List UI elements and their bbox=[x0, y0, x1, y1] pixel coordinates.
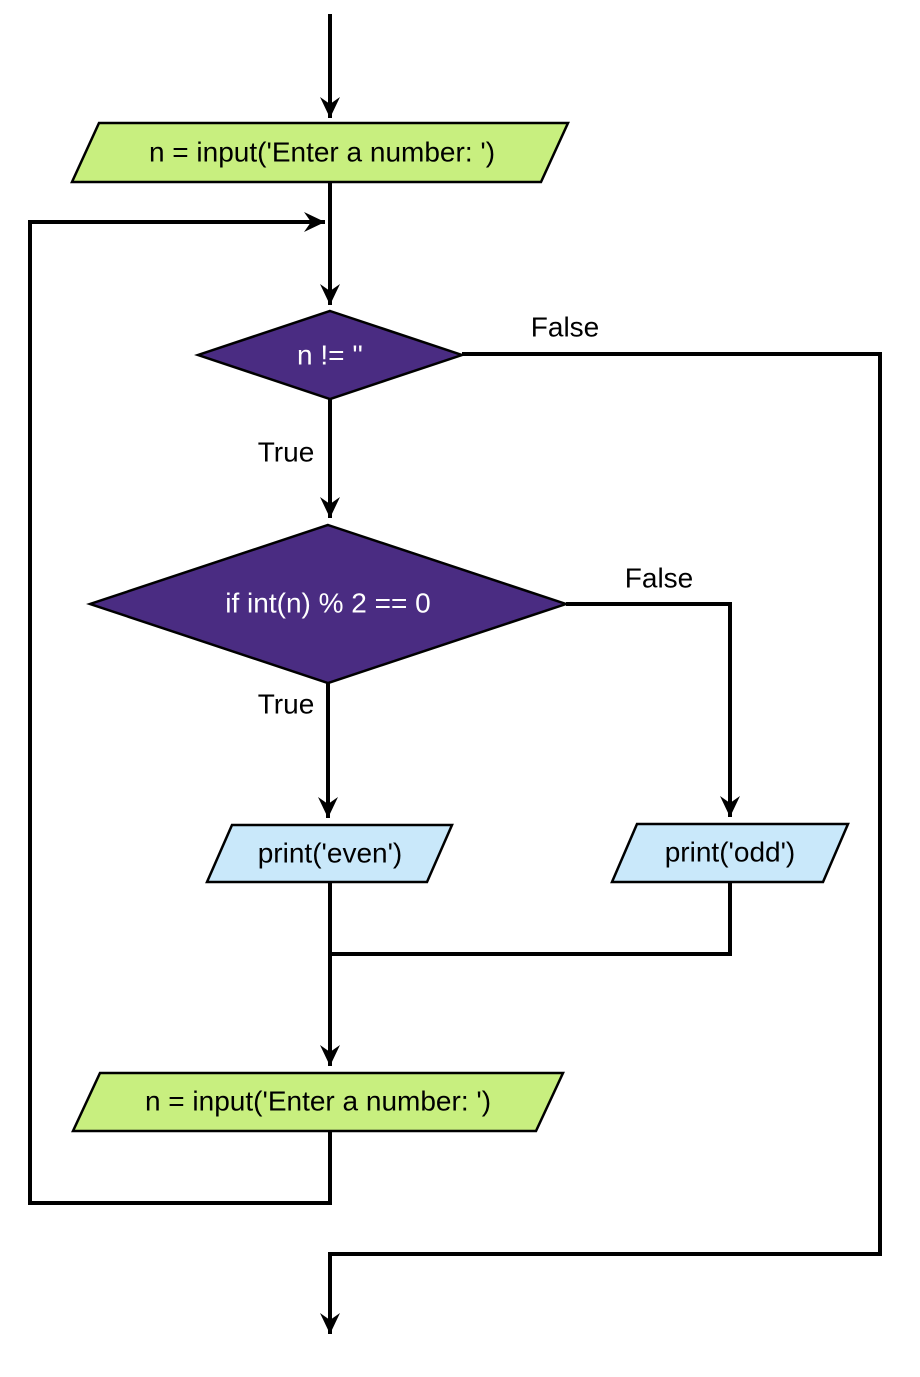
edge-label-cond1-true: True bbox=[257, 436, 315, 468]
edge-label-cond2-false: False bbox=[624, 562, 694, 594]
node-cond-not-empty-shape bbox=[194, 309, 466, 401]
edge-label-cond1-false: False bbox=[530, 311, 600, 343]
node-cond-even-shape bbox=[86, 523, 570, 685]
node-print-even-label: print('even') bbox=[257, 837, 403, 869]
node-print-odd-label: print('odd') bbox=[664, 836, 796, 868]
edge-cond1-false-exit-arrow bbox=[320, 352, 882, 1334]
edge-label-cond2-true: True bbox=[257, 688, 315, 720]
node-cond-even-label: if int(n) % 2 == 0 bbox=[225, 587, 431, 619]
node-input-top-label: n = input('Enter a number: ') bbox=[148, 136, 496, 168]
edge-loop-back-arrow bbox=[28, 212, 332, 1205]
edge-odd-merge-line bbox=[332, 882, 732, 956]
node-input-bottom-label: n = input('Enter a number: ') bbox=[144, 1085, 492, 1117]
node-input-top-shape bbox=[70, 121, 570, 184]
node-cond-not-empty-label: n != '' bbox=[297, 339, 363, 371]
node-input-bottom-shape bbox=[71, 1071, 565, 1133]
node-print-even-shape bbox=[205, 823, 454, 884]
node-print-odd-shape bbox=[610, 822, 850, 884]
edge-cond2-false-arrow bbox=[566, 602, 740, 817]
